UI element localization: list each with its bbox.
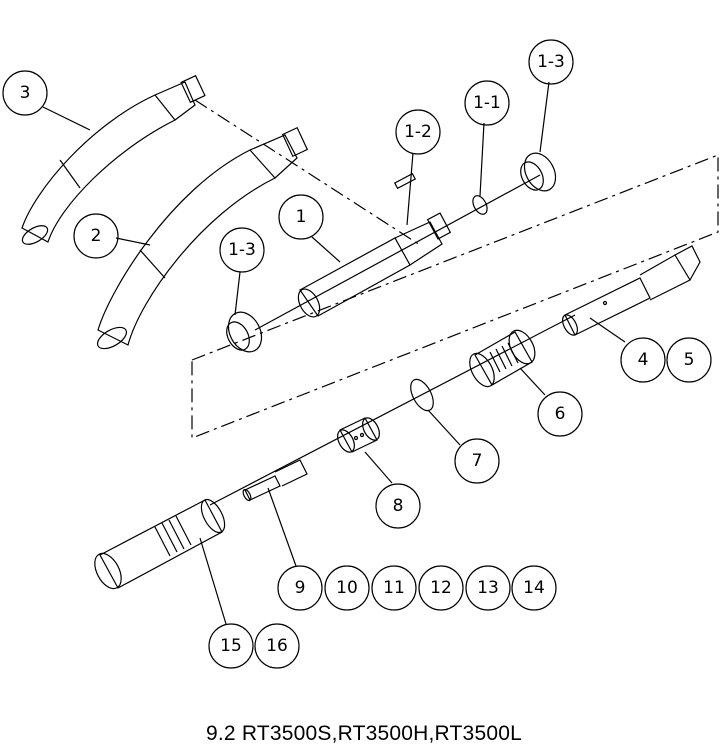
callout-label-12: 12 [430,578,452,598]
callout-circle-16 [254,623,300,669]
callout-circle-1-3-left [219,227,265,273]
callout-label-1: 1 [296,207,307,227]
callout-circle-1-3-top [528,39,574,85]
callout-label-1-1: 1-1 [473,93,501,113]
callout-label-1-2: 1-2 [404,122,432,142]
leader-1-3-left [234,271,241,316]
part-1-3-nut-top [520,152,557,192]
part-15-nozzle [94,498,226,590]
callout-label-1-3-left: 1-3 [228,240,256,260]
part-4-5-tube [562,245,701,336]
part-8-sleeve [337,417,380,453]
part-1-2-pin [393,172,417,190]
leader-8 [364,451,393,484]
callout-label-7: 7 [472,451,483,471]
callout-label-15: 15 [220,636,242,656]
callout-circle-1 [278,194,324,240]
leader-1-3-top [539,81,550,153]
leader-9 [267,487,297,567]
callout-circle-12 [418,565,464,611]
callout-label-2: 2 [91,226,102,246]
callout-circle-11 [371,565,417,611]
callout-label-14: 14 [523,578,545,598]
callout-label-16: 16 [266,636,288,656]
callout-label-5: 5 [684,350,695,370]
leader-1-1 [479,122,485,197]
callout-label-6: 6 [555,404,566,424]
callout-circle-15 [208,623,254,669]
leader-6 [519,367,546,396]
leader-7 [427,409,461,446]
callout-circle-6 [537,391,583,437]
callout-circle-10 [324,565,370,611]
leader-1 [311,236,341,263]
part-1-body [297,212,452,318]
callout-label-9: 9 [295,578,306,598]
callout-circle-13 [465,565,511,611]
leader-15 [199,537,227,625]
part-6-diffuser [469,329,536,388]
callout-circle-8 [375,483,421,529]
part-1-3-nut-left [226,311,263,353]
callout-circle-3 [2,70,48,116]
part-9-tip [242,459,308,502]
callout-circle-9 [277,565,323,611]
diagram-caption: 9.2 RT3500S,RT3500H,RT3500L [206,722,522,745]
dashed-assembly-line-top [194,99,421,246]
callout-circle-7 [454,438,500,484]
callout-label-10: 10 [336,578,358,598]
part-2-neck [96,126,309,350]
leader-2 [115,237,151,246]
axis-line-neck [254,174,541,331]
axis-line-lower [209,314,576,506]
callout-circle-5 [666,337,712,383]
callout-label-11: 11 [383,578,405,598]
callout-label-4: 4 [638,350,649,370]
dashed-assembly-line-outline [191,154,719,439]
callout-circle-1-2 [395,109,441,155]
callout-circle-14 [511,565,557,611]
callout-label-3: 3 [20,83,31,103]
leader-4-5 [589,317,626,343]
callout-label-1-3-top: 1-3 [537,52,565,72]
callout-circle-4 [620,337,666,383]
callout-label-13: 13 [477,578,499,598]
leader-3 [42,106,91,131]
part-7-ring [410,378,434,412]
callout-label-8: 8 [393,496,404,516]
callout-circle-2 [73,213,119,259]
leader-1-2 [406,152,414,226]
part-1-1-oring [472,195,488,215]
callout-circle-1-1 [464,80,510,126]
part-3-neck [21,74,206,245]
